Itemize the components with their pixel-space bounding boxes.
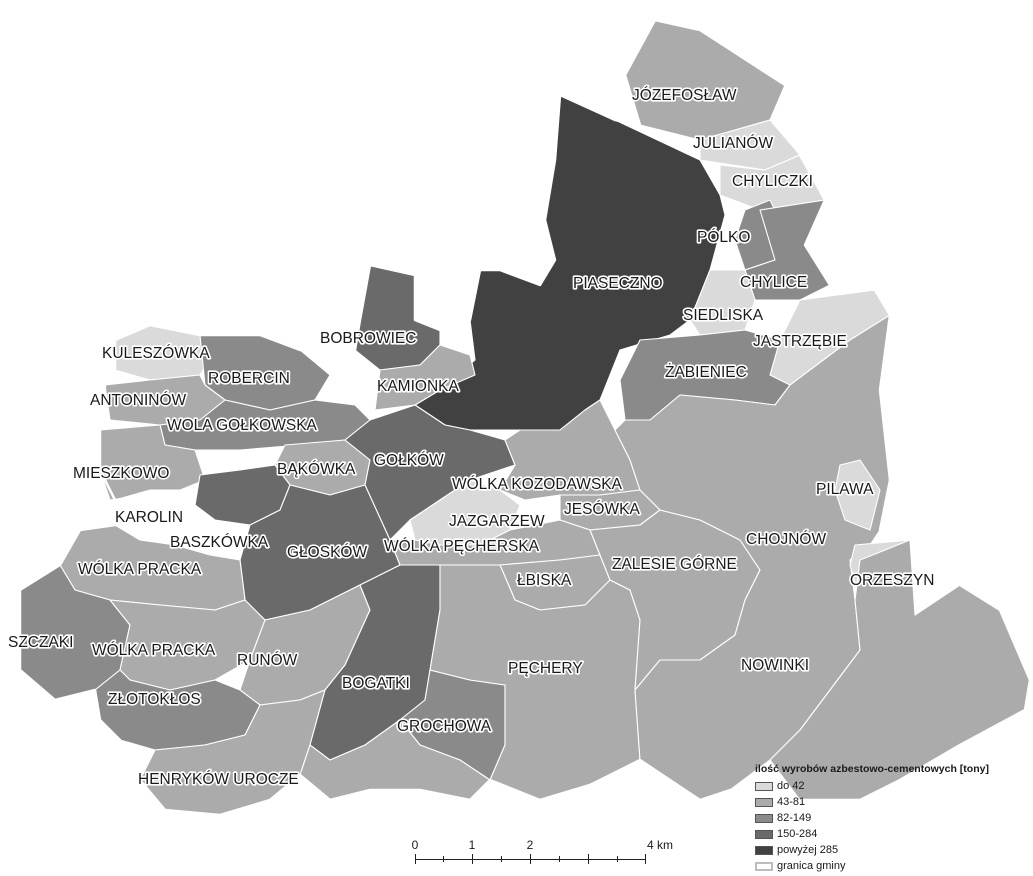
legend-label-4: powyżej 285 [777,844,839,856]
municipality-boundary [18,18,1032,817]
label-mieszkowo: MIESZKOWO [73,465,169,482]
scale-mark-0 [415,854,416,864]
region-pilawa [834,459,881,531]
label-zabieniec: ŻABIENIEC [665,363,747,381]
legend-item-1: 43-81 [755,794,1030,810]
label-polko: PÓLKO [697,229,750,246]
label-jesowka: JESÓWKA [564,501,640,518]
scale-mark-2 [530,854,531,864]
label-jazgarzew: JAZGARZEW [449,513,545,530]
scale-mark-1-5 [501,856,502,862]
legend-item-4: powyżej 285 [755,842,1030,858]
label-gloskow: GŁOSKÓW [287,544,367,561]
legend-swatch-0 [755,781,773,791]
legend-label-boundary: granica gminy [777,860,846,872]
legend-title: ilość wyrobów azbestowo-cementowych [ton… [755,763,989,775]
label-kuleszowka: KULESZÓWKA [102,345,210,362]
label-pechery: PĘCHERY [508,660,583,677]
label-lbiska: ŁBISKA [517,572,572,589]
label-julianow: JULIANÓW [693,135,773,152]
label-grochowa: GROCHOWA [397,718,492,735]
label-chojnow: CHOJNÓW [746,531,826,548]
label-bogatki: BOGATKI [342,675,410,692]
scale-tick-1: 1 [468,838,476,852]
label-golkow: GOŁKÓW [374,452,444,469]
label-robercin: ROBERCIN [208,370,290,387]
scale-mark-1 [472,854,473,864]
label-piaseczno: PIASECZNO [573,275,663,292]
label-karolin: KAROLIN [115,509,183,526]
label-orzeszyn: ORZESZYN [850,572,934,589]
label-wolka-kozodawska: WÓLKA KOZODAWSKA [452,476,623,493]
legend-label-3: 150-284 [777,828,818,840]
label-henrykow-urocze: HENRYKÓW UROCZE [138,771,299,788]
label-jastrzebie: JASTRZĘBIE [753,333,847,350]
label-runow: RUNÓW [237,652,298,669]
legend-swatch-2 [755,813,773,823]
legend-swatch-boundary [755,861,773,871]
label-jozefoslaw: JÓZEFOSŁAW [632,87,737,104]
map-legend: ilość wyrobów azbestowo-cementowych [ton… [755,763,1030,874]
label-bakowka: BĄKÓWKA [277,461,356,478]
scale-tick-3: 4 km [646,838,674,852]
label-szczaki: SZCZAKI [8,634,73,651]
label-baszkowka: BASZKÓWKA [170,534,269,551]
label-chyliczki: CHYLICZKI [732,173,813,190]
legend-label-0: do 42 [777,780,805,792]
label-kamionka: KAMIONKA [377,378,459,395]
scale-mark-4 [645,854,646,864]
regions [19,19,1031,816]
legend-item-2: 82-149 [755,810,1030,826]
legend-swatch-3 [755,829,773,839]
region-wolka-pracka-lower [109,599,266,691]
legend-swatch-4 [755,845,773,855]
legend-label-1: 43-81 [777,796,806,808]
region-chojnow [614,314,891,801]
region-kamionka [374,344,476,411]
legend-swatch-1 [755,797,773,807]
scale-mark-0-5 [443,856,444,862]
label-antoninow: ANTONINÓW [90,392,187,409]
label-nowinki: NOWINKI [741,657,809,674]
label-wola-golkowska: WOLA GOŁKOWSKA [167,417,318,434]
label-wolka-pracka-lower: WÓLKA PRACKA [92,642,216,659]
scale-tick-2: 2 [526,838,534,852]
label-wolka-pecherska: WÓLKA PĘCHERSKA [384,538,540,555]
scale-mark-3-5 [617,856,618,862]
label-pilawa: PILAWA [816,481,874,498]
label-wolka-pracka-upper: WÓLKA PRACKA [78,561,202,578]
label-bobrowiec: BOBROWIEC [320,330,416,347]
label-siedliska: SIEDLISKA [683,307,764,324]
scale-mark-3 [588,854,589,864]
label-zalesie-gorne: ZALESIE GÓRNE [612,556,737,573]
label-zlotoklos: ZŁOTOKŁOS [108,691,201,708]
legend-item-3: 150-284 [755,826,1030,842]
place-labels: JÓZEFOSŁAW JULIANÓW CHYLICZKI PÓLKO PIAS… [6,85,936,789]
label-chylice: CHYLICE [740,274,807,291]
legend-item-boundary: granica gminy [755,858,1030,874]
legend-label-2: 82-149 [777,812,812,824]
legend-item-0: do 42 [755,778,1030,794]
scale-mark-2-5 [559,856,560,862]
scale-tick-0: 0 [411,838,419,852]
scale-bar: 0 1 2 4 km [405,838,695,874]
